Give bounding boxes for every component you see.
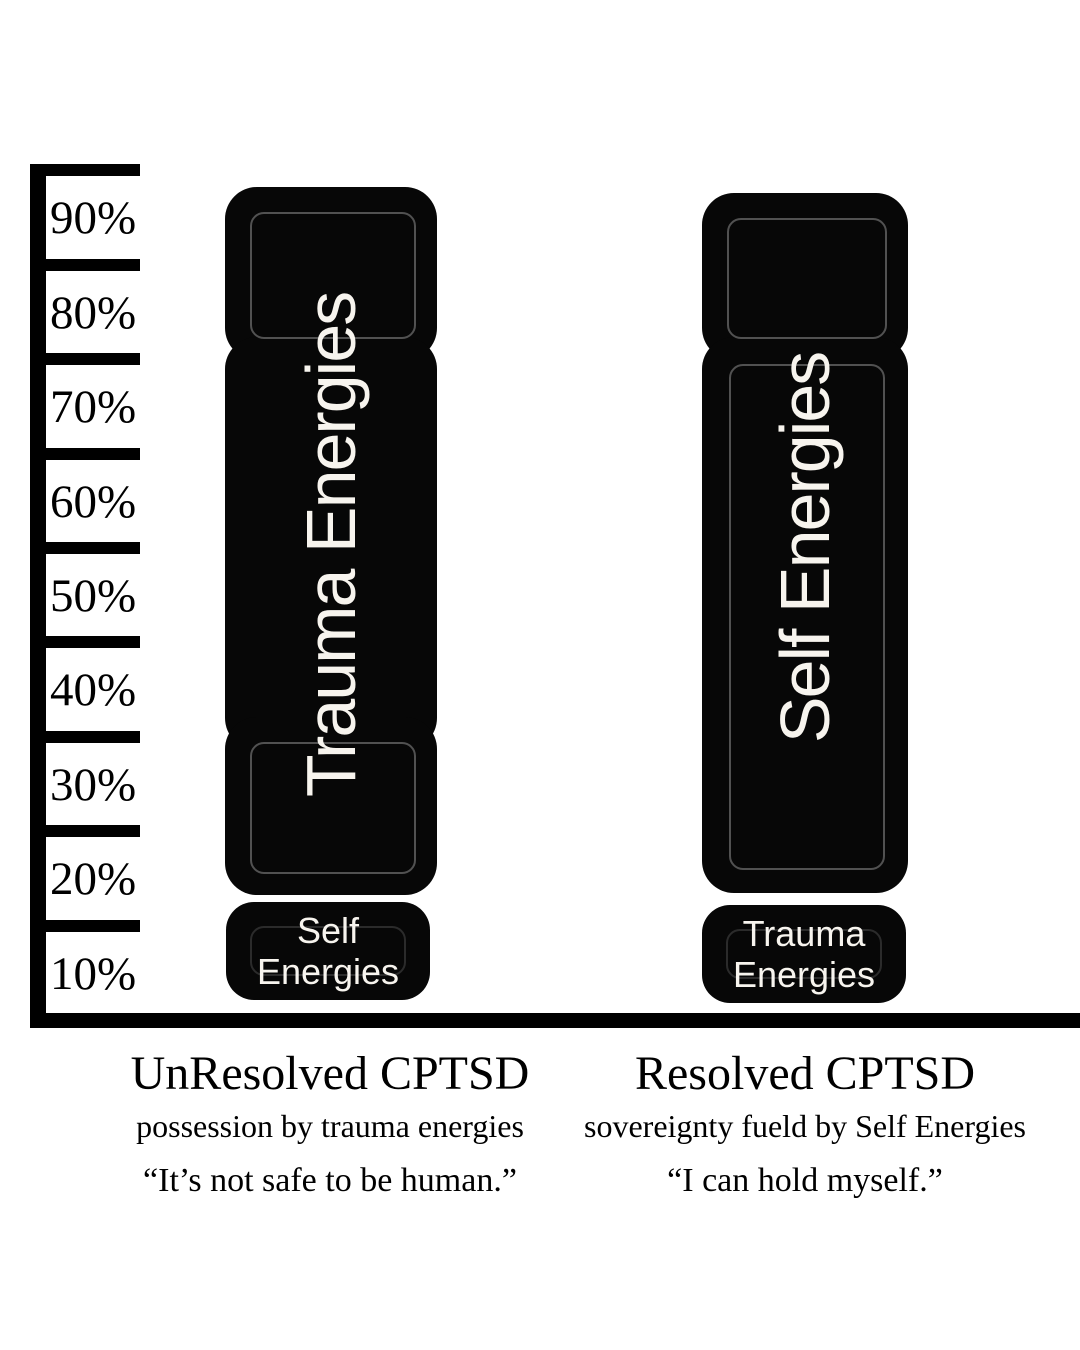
y-axis-tick-label: 60% bbox=[50, 475, 137, 528]
y-axis-tick-label: 40% bbox=[50, 664, 137, 717]
inner-outline bbox=[250, 742, 416, 874]
inner-outline bbox=[250, 212, 416, 339]
y-axis-tick-label: 80% bbox=[50, 286, 137, 339]
bar-resolved-label: Self Energies bbox=[766, 352, 844, 744]
bar-unresolved-label: Trauma Energies bbox=[292, 292, 370, 798]
y-axis-tick-label: 50% bbox=[50, 570, 137, 622]
caption-title-resolved: Resolved CPTSD bbox=[634, 1047, 976, 1100]
caption-subtitle-unresolved: possession by trauma energies bbox=[136, 1108, 524, 1144]
inner-outline bbox=[729, 364, 885, 870]
y-axis-tick-label: 20% bbox=[50, 853, 137, 906]
box-unresolved-self-energies: Self Energies bbox=[226, 902, 430, 1000]
y-axis-tick-label: 30% bbox=[50, 758, 137, 811]
inner-outline bbox=[727, 218, 887, 339]
inner-outline bbox=[726, 929, 882, 979]
y-axis-tick bbox=[30, 447, 140, 460]
y-axis-tick bbox=[30, 636, 140, 649]
caption-quote-unresolved: “It’s not safe to be human.” bbox=[143, 1162, 517, 1199]
y-axis-tick-label: 90% bbox=[50, 192, 137, 245]
y-axis-tick bbox=[30, 353, 140, 366]
bar-resolved-main-segment bbox=[702, 337, 908, 893]
bar-unresolved-middle-segment bbox=[225, 337, 437, 750]
y-axis-line bbox=[30, 164, 46, 1028]
y-axis-tick bbox=[30, 730, 140, 743]
box-unresolved-label: Self Energies bbox=[256, 909, 400, 992]
caption-title-unresolved: UnResolved CPTSD bbox=[130, 1047, 530, 1100]
y-axis-tick bbox=[30, 919, 140, 932]
y-axis-tick bbox=[30, 542, 140, 554]
y-axis-tick-label: 10% bbox=[50, 947, 137, 1000]
caption-quote-resolved: “I can hold myself.” bbox=[667, 1162, 943, 1199]
x-axis-line bbox=[30, 1013, 1080, 1028]
y-axis-tick bbox=[30, 258, 140, 271]
y-axis-tick-label: 70% bbox=[50, 381, 137, 434]
inner-outline bbox=[250, 926, 406, 976]
y-axis-tick bbox=[30, 825, 140, 838]
box-resolved-label: Trauma Energies bbox=[732, 912, 876, 995]
y-axis-tick bbox=[30, 164, 140, 177]
box-resolved-trauma-energies: Trauma Energies bbox=[702, 905, 906, 1003]
caption-subtitle-resolved: sovereignty fueld by Self Energies bbox=[584, 1108, 1026, 1144]
